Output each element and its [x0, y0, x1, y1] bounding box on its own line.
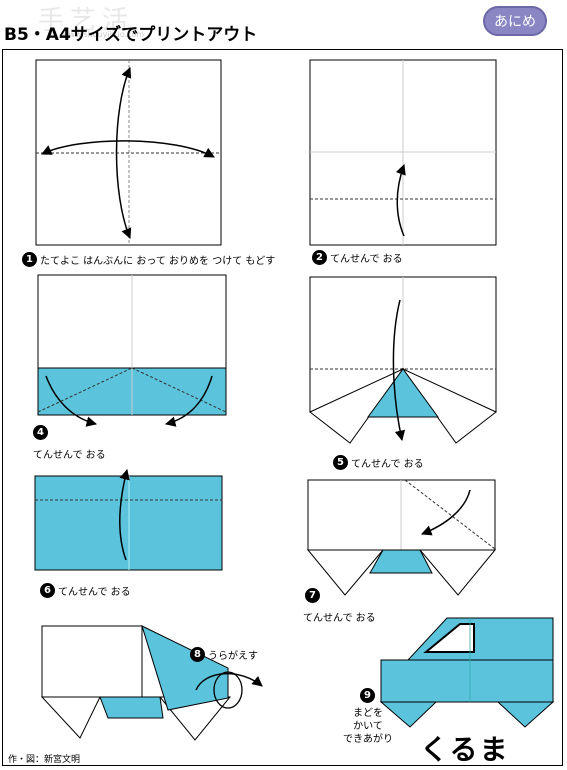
author-credit: 作・図：新宮文明	[8, 755, 81, 765]
watermark-logo: 手艺活	[38, 6, 135, 36]
step-text: たてよこ はんぶんに おって おりめを つけて もどす	[40, 256, 276, 267]
final-model-title: くるま	[420, 733, 510, 766]
step-text: てんせんで おる	[303, 613, 376, 624]
step-9-line-1: まどを	[353, 708, 383, 719]
step-6-label: 6 てんせんで おる	[40, 583, 131, 598]
step5-diagram	[309, 276, 497, 444]
step-2-label: 2 てんせんで おる	[312, 250, 403, 265]
step-number: 1	[22, 252, 37, 267]
step-7-number: 7	[305, 588, 323, 603]
step-9-line-2: かいて	[353, 721, 383, 732]
step1-diagram	[35, 59, 222, 246]
anime-button[interactable]: あにめ	[483, 6, 547, 36]
step-text: てんせんで おる	[58, 587, 131, 598]
watermark-url: www.shouyihuo.com	[62, 30, 145, 39]
step-text: てんせんで おる	[33, 450, 106, 461]
page-title: B5・A4サイズでプリントアウト	[4, 25, 258, 45]
step-7-label: てんせんで おる	[303, 609, 376, 624]
step-number: 8	[190, 647, 205, 662]
step-5-label: 5 てんせんで おる	[333, 455, 424, 470]
step-9-label: まどを かいて できあがり	[343, 707, 393, 746]
step-text: うらがえす	[208, 651, 258, 662]
step-4-label: てんせんで おる	[33, 446, 106, 461]
step-8-label: 8 うらがえす	[190, 647, 258, 662]
step-number: 7	[305, 588, 320, 603]
final-car-diagram	[379, 617, 555, 728]
step-1-label: 1 たてよこ はんぶんに おって おりめを つけて もどす	[22, 252, 275, 267]
step-9-number: 9	[360, 688, 378, 703]
step-number: 9	[360, 688, 375, 703]
step-number: 6	[40, 583, 55, 598]
content-frame	[2, 49, 563, 766]
step7-diagram	[306, 479, 497, 596]
step-text: てんせんで おる	[351, 459, 424, 470]
step3-diagram	[37, 274, 227, 427]
step-text: てんせんで おる	[330, 254, 403, 265]
step8-diagram	[40, 625, 263, 741]
step-number: 5	[333, 455, 348, 470]
step6-diagram	[34, 468, 223, 571]
step-9-line-3: できあがり	[343, 734, 393, 745]
step-number: 2	[312, 250, 327, 265]
step-4-number: 4	[33, 425, 51, 440]
step2-diagram	[309, 59, 497, 246]
step-number: 4	[33, 425, 48, 440]
